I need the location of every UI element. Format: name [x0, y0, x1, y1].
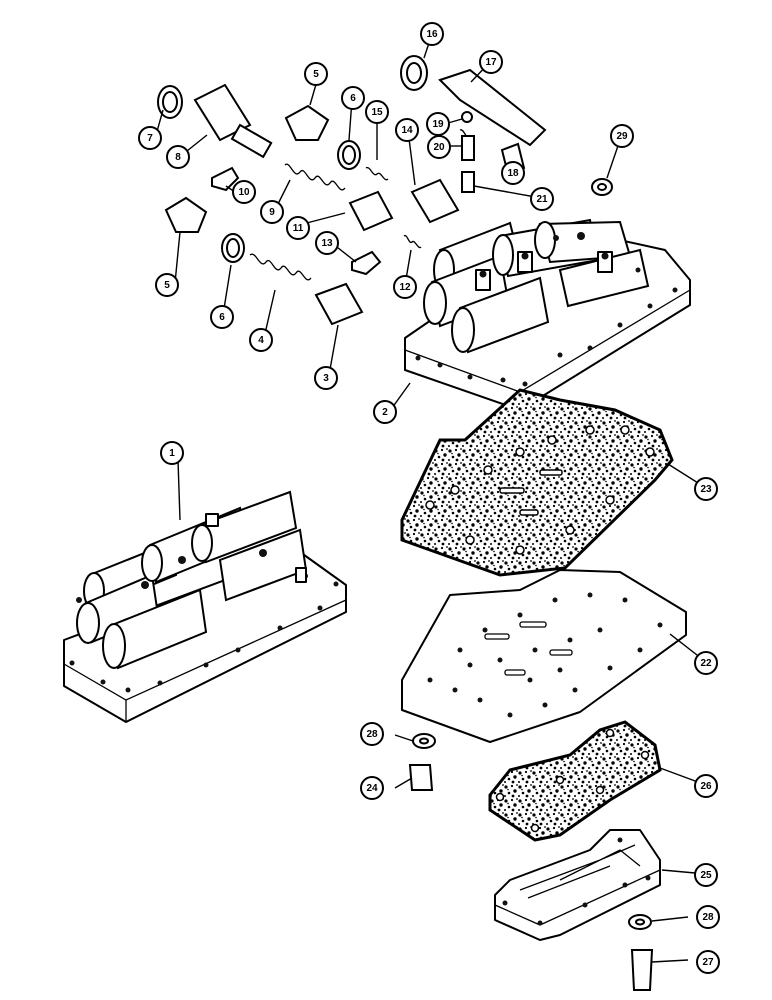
callout-number: 10	[238, 187, 250, 198]
callout-number: 27	[702, 957, 714, 968]
cover-plate	[494, 829, 661, 941]
callout-number: 3	[323, 373, 329, 384]
callout-labels: 1234556678910111213141516171819202122232…	[138, 22, 720, 974]
upper-gasket	[400, 388, 674, 577]
lower-gasket	[488, 720, 662, 842]
callout-number: 23	[700, 484, 712, 495]
callout-number: 11	[293, 223, 304, 234]
callout-15: 15	[365, 100, 389, 124]
callout-19: 19	[426, 112, 450, 136]
callout-25: 25	[694, 863, 718, 887]
callout-number: 6	[350, 93, 356, 104]
callout-number: 18	[507, 168, 519, 179]
callout-number: 5	[164, 280, 170, 291]
callout-29: 29	[610, 124, 634, 148]
callout-6: 6	[210, 305, 234, 329]
callout-number: 6	[219, 312, 225, 323]
callout-21: 21	[530, 187, 554, 211]
callout-number: 26	[700, 781, 712, 792]
callout-8: 8	[166, 145, 190, 169]
part-14-valve	[410, 178, 460, 224]
callout-4: 4	[249, 328, 273, 352]
part-5-plug-bottom	[164, 196, 208, 233]
callout-28: 28	[696, 905, 720, 929]
callout-number: 28	[366, 729, 378, 740]
callout-16: 16	[420, 22, 444, 46]
callout-number: 14	[401, 125, 413, 136]
callout-number: 21	[536, 194, 548, 205]
callout-number: 20	[433, 142, 445, 153]
callout-number: 12	[399, 282, 411, 293]
callout-24: 24	[360, 776, 384, 800]
callout-number: 5	[313, 69, 319, 80]
callout-13: 13	[315, 231, 339, 255]
callout-7: 7	[138, 126, 162, 150]
callout-10: 10	[232, 180, 256, 204]
part-24-plug	[408, 764, 434, 791]
callout-3: 3	[314, 366, 338, 390]
callout-5: 5	[304, 62, 328, 86]
callout-number: 16	[426, 29, 438, 40]
separator-plate	[401, 569, 687, 743]
callout-12: 12	[393, 275, 417, 299]
callout-11: 11	[286, 216, 310, 240]
small-parts	[157, 55, 654, 991]
part-27-bolt	[630, 949, 654, 991]
part-11-valve	[348, 190, 394, 232]
callout-27: 27	[696, 950, 720, 974]
callout-23: 23	[694, 477, 718, 501]
callout-number: 1	[169, 448, 175, 459]
callout-20: 20	[427, 135, 451, 159]
callout-number: 2	[382, 407, 388, 418]
callout-6: 6	[341, 86, 365, 110]
callout-number: 17	[485, 57, 497, 68]
callout-number: 13	[321, 238, 333, 249]
callout-number: 15	[371, 107, 383, 118]
callout-17: 17	[479, 50, 503, 74]
callout-9: 9	[260, 200, 284, 224]
callout-1: 1	[160, 441, 184, 465]
callout-number: 29	[616, 131, 628, 142]
callout-22: 22	[694, 651, 718, 675]
valve-body-assembly	[63, 490, 347, 723]
callout-number: 9	[269, 207, 275, 218]
part-13-clip	[351, 250, 382, 276]
callout-14: 14	[395, 118, 419, 142]
callout-number: 8	[175, 152, 181, 163]
part-5-plug-top	[284, 104, 330, 141]
callout-number: 19	[432, 119, 444, 130]
callout-number: 7	[147, 133, 153, 144]
part-17-shaft	[438, 68, 547, 147]
callout-number: 28	[702, 912, 714, 923]
callout-28: 28	[360, 722, 384, 746]
callout-26: 26	[694, 774, 718, 798]
callout-number: 22	[700, 658, 712, 669]
part-8-spool	[193, 83, 252, 142]
callout-number: 25	[700, 870, 712, 881]
callout-5: 5	[155, 273, 179, 297]
callout-number: 4	[258, 335, 264, 346]
valve-body	[404, 218, 691, 411]
part-10-clip	[211, 166, 240, 192]
part-3-valve	[314, 282, 364, 326]
callout-number: 24	[366, 783, 378, 794]
callout-2: 2	[373, 400, 397, 424]
callout-18: 18	[501, 161, 525, 185]
